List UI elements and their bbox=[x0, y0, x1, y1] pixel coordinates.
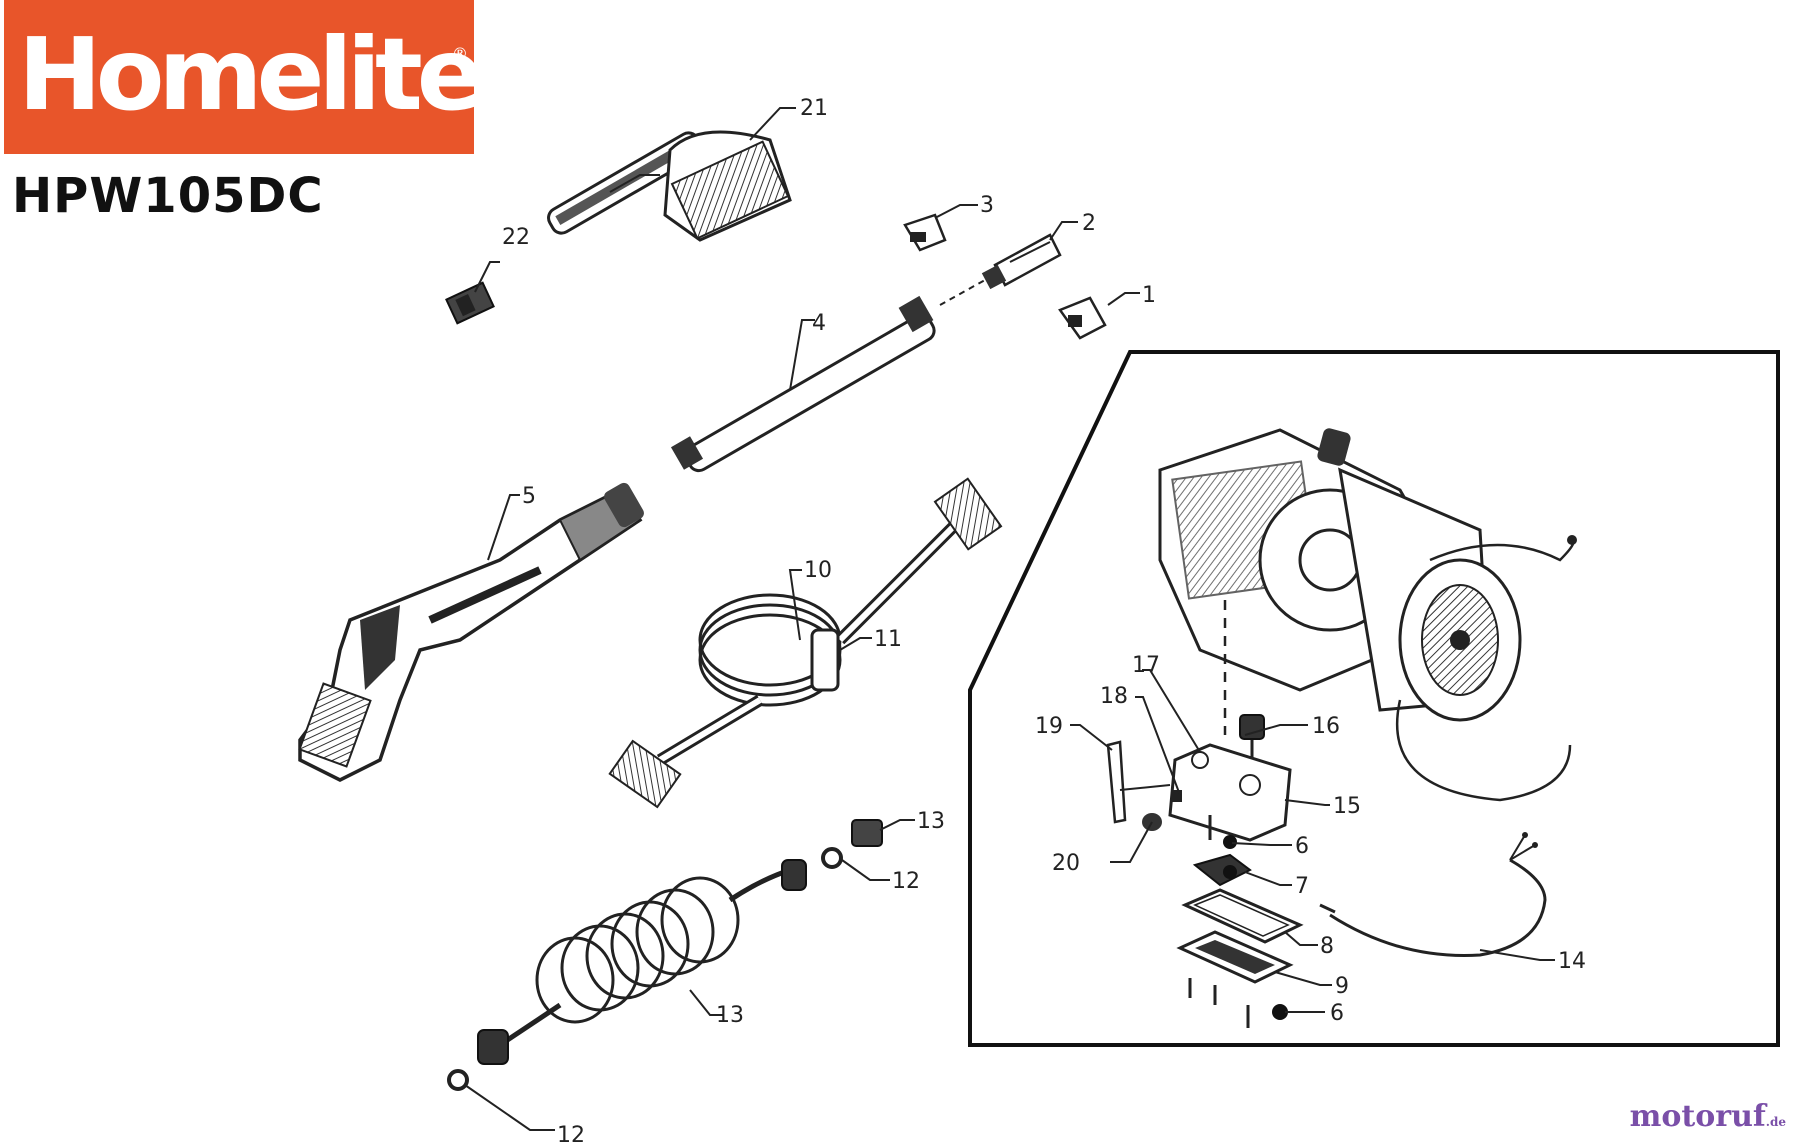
callout-7: 7 bbox=[1295, 874, 1309, 899]
watermark-name: motoruf bbox=[1629, 1099, 1766, 1134]
callout-12b: 12 bbox=[557, 1123, 585, 1144]
callout-15: 15 bbox=[1333, 794, 1361, 819]
screw-6b-icon bbox=[1272, 1004, 1288, 1020]
washer-12-icon bbox=[821, 847, 843, 869]
pump-assembly-frame bbox=[968, 350, 1780, 1047]
callout-16: 16 bbox=[1312, 714, 1340, 739]
callout-6b: 6 bbox=[1330, 1001, 1344, 1026]
callout-14: 14 bbox=[1558, 949, 1586, 974]
callout-21: 21 bbox=[800, 96, 828, 121]
model-number: HPW105DC bbox=[12, 168, 324, 224]
callout-22: 22 bbox=[502, 225, 530, 250]
callout-3: 3 bbox=[980, 193, 994, 218]
brand-logo: Homelite ® bbox=[4, 0, 485, 154]
callout-1: 1 bbox=[1142, 283, 1156, 308]
leader-lines bbox=[464, 174, 1555, 1131]
valve-block-15-icon bbox=[1168, 743, 1292, 842]
callout-4: 4 bbox=[812, 311, 826, 336]
lever-19-icon bbox=[1106, 740, 1171, 824]
brand-name: Homelite bbox=[18, 16, 485, 133]
nozzle-22-icon bbox=[445, 281, 495, 325]
pump-motor-icon bbox=[1158, 428, 1577, 802]
gasket-8-icon bbox=[1181, 888, 1304, 944]
callout-20: 20 bbox=[1052, 851, 1080, 876]
brush-icon bbox=[547, 130, 792, 242]
callout-13b: 13 bbox=[716, 1003, 744, 1028]
registered-mark: ® bbox=[452, 44, 468, 63]
lance-4-icon bbox=[670, 295, 936, 473]
inlet-adapter-13-icon bbox=[851, 819, 883, 847]
callout-12a: 12 bbox=[892, 869, 920, 894]
cover-9-icon bbox=[1176, 930, 1294, 1028]
high-pressure-hose-icon bbox=[608, 477, 1003, 809]
callout-8: 8 bbox=[1320, 934, 1334, 959]
coil-hose-icon bbox=[447, 859, 807, 1091]
callout-2: 2 bbox=[1082, 211, 1096, 236]
watermark: motoruf.de bbox=[1630, 1099, 1786, 1134]
callout-6a: 6 bbox=[1295, 834, 1309, 859]
callout-9: 9 bbox=[1335, 974, 1349, 999]
leader-21 bbox=[749, 107, 796, 141]
callout-5: 5 bbox=[522, 484, 536, 509]
callout-10: 10 bbox=[804, 558, 832, 583]
cable-14-icon bbox=[1319, 832, 1547, 957]
screw-6a-icon bbox=[1208, 815, 1237, 849]
clip-1-icon bbox=[1058, 296, 1107, 340]
callout-19: 19 bbox=[1035, 714, 1063, 739]
nozzle-2-icon bbox=[981, 233, 1062, 290]
callout-13a: 13 bbox=[917, 809, 945, 834]
quick-clip-3-icon bbox=[903, 213, 947, 252]
switch-7-icon bbox=[1192, 853, 1252, 887]
callout-18: 18 bbox=[1100, 684, 1128, 709]
callout-11: 11 bbox=[874, 627, 902, 652]
connector-line bbox=[939, 279, 986, 306]
gun-icon bbox=[298, 482, 644, 782]
callout-17: 17 bbox=[1132, 653, 1160, 678]
watermark-tld: .de bbox=[1765, 1115, 1786, 1129]
